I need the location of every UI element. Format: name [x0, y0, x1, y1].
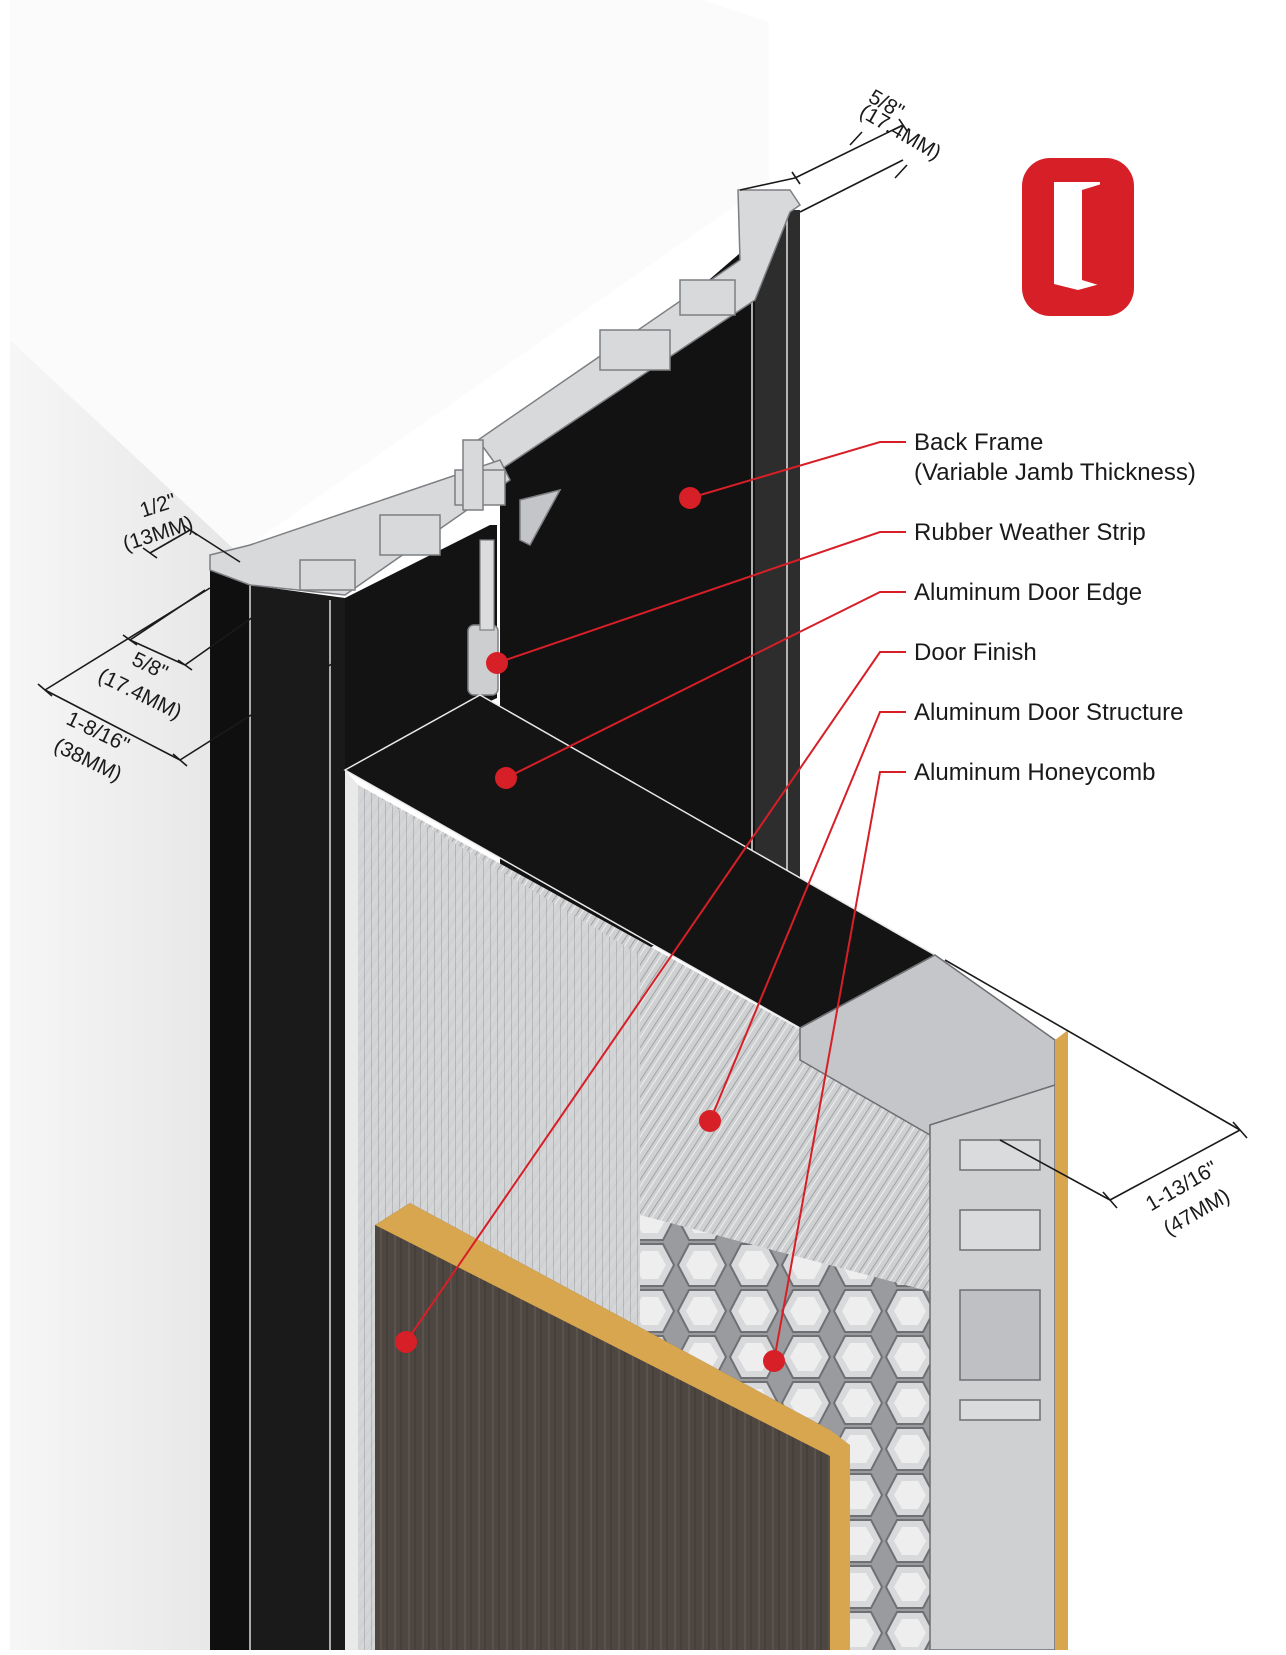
callouts: Back Frame (Variable Jamb Thickness) Rub… — [395, 429, 1196, 1372]
dimensions — [37, 118, 1248, 1209]
door — [343, 694, 1068, 1651]
callout-label: Door Finish — [914, 639, 1037, 666]
callout-label-line2: (Variable Jamb Thickness) — [914, 459, 1196, 486]
callout-label: Aluminum Door Structure — [914, 699, 1183, 726]
callout-aluminum-door-structure: Aluminum Door Structure — [699, 699, 1183, 1132]
callout-label: Aluminum Honeycomb — [914, 759, 1155, 786]
callout-dot — [486, 652, 508, 674]
rubber-weather-strip — [467, 539, 499, 696]
callout-back-frame: Back Frame (Variable Jamb Thickness) — [679, 429, 1196, 509]
back-frame-edge — [755, 210, 800, 900]
callout-dot — [699, 1110, 721, 1132]
callout-rubber-weather-strip: Rubber Weather Strip — [486, 519, 1146, 674]
frame-outer-face — [210, 560, 250, 1650]
wall-top-face — [10, 0, 769, 553]
wall-side-face — [10, 340, 238, 1650]
callout-aluminum-honeycomb: Aluminum Honeycomb — [763, 759, 1155, 1372]
callout-dot — [679, 487, 701, 509]
callout-label: Rubber Weather Strip — [914, 519, 1146, 546]
callout-dot — [495, 767, 517, 789]
callout-label: Aluminum Door Edge — [914, 579, 1142, 606]
callout-aluminum-door-edge: Aluminum Door Edge — [495, 579, 1142, 789]
callout-dot — [763, 1350, 785, 1372]
callout-dot — [395, 1331, 417, 1353]
callout-door-finish: Door Finish — [395, 639, 1037, 1353]
frame-profile — [209, 189, 802, 596]
door-finish-panel — [375, 1203, 830, 1650]
logo — [1022, 158, 1134, 316]
door-core-edge — [1055, 1030, 1068, 1650]
frame-front-face — [250, 585, 345, 1650]
wall — [10, 0, 769, 1650]
callout-label: Back Frame — [914, 429, 1043, 456]
door-finish-edge — [375, 1203, 830, 1456]
